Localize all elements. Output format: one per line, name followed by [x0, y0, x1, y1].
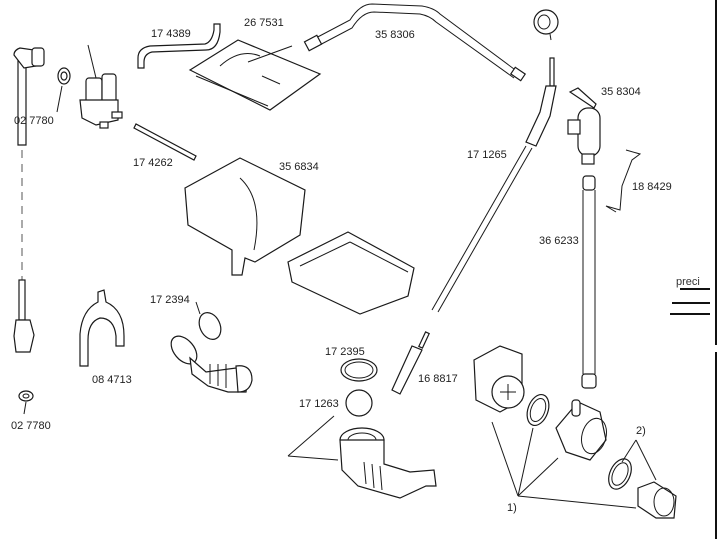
label-188429: 18 8429	[632, 181, 672, 193]
tube-174262	[133, 123, 197, 161]
label-172395: 17 2395	[325, 346, 365, 358]
drain-pump	[473, 345, 677, 519]
legend-underline	[680, 288, 710, 290]
label-174262: 17 4262	[133, 157, 173, 169]
label-358306: 35 8306	[375, 29, 415, 41]
label-174389: 17 4389	[151, 28, 191, 40]
label-027780-bottom: 02 7780	[11, 420, 51, 432]
label-171265: 17 1265	[467, 149, 507, 161]
pressure-hose-171265	[431, 57, 557, 313]
left-hose-part	[13, 47, 45, 353]
label-267531: 26 7531	[244, 17, 284, 29]
right-border-lower	[715, 352, 717, 539]
ntc-sensor-168817	[391, 331, 430, 395]
air-chamber-358304	[567, 87, 601, 165]
label-group-2: 2)	[636, 425, 646, 437]
bellows-hose	[170, 335, 253, 393]
legend-line-1	[672, 302, 710, 304]
label-168817: 16 8817	[418, 373, 458, 385]
label-358304: 35 8304	[601, 86, 641, 98]
label-027780-top: 02 7780	[14, 115, 54, 127]
label-084713: 08 4713	[92, 374, 132, 386]
hose-174389	[137, 23, 221, 69]
seal-ring-172395	[340, 358, 378, 382]
inlet-valve	[79, 44, 123, 129]
small-hose-188429	[605, 149, 642, 213]
pressure-switch	[533, 9, 559, 41]
label-group-1: 1)	[507, 502, 517, 514]
leader-lines	[491, 421, 657, 509]
long-hose-358306	[303, 3, 527, 82]
seal-ring-172394	[195, 301, 222, 340]
ball-171263	[345, 389, 373, 417]
drain-tube-366233	[581, 175, 597, 389]
seal-ring-172395-inner	[344, 361, 374, 379]
legend-fragment-text: preci	[676, 276, 700, 288]
dispenser-lid	[188, 39, 322, 111]
washer-bottom	[18, 390, 34, 415]
label-172394: 17 2394	[150, 294, 190, 306]
label-356834: 35 6834	[279, 161, 319, 173]
washer-top	[56, 67, 71, 113]
label-171263: 17 1263	[299, 398, 339, 410]
sump-hose	[287, 415, 437, 499]
right-border	[715, 0, 717, 345]
y-pipe-084713	[79, 289, 125, 367]
dispenser-drawer	[184, 157, 415, 315]
label-366233: 36 6233	[539, 235, 579, 247]
legend-line-2	[670, 313, 710, 315]
